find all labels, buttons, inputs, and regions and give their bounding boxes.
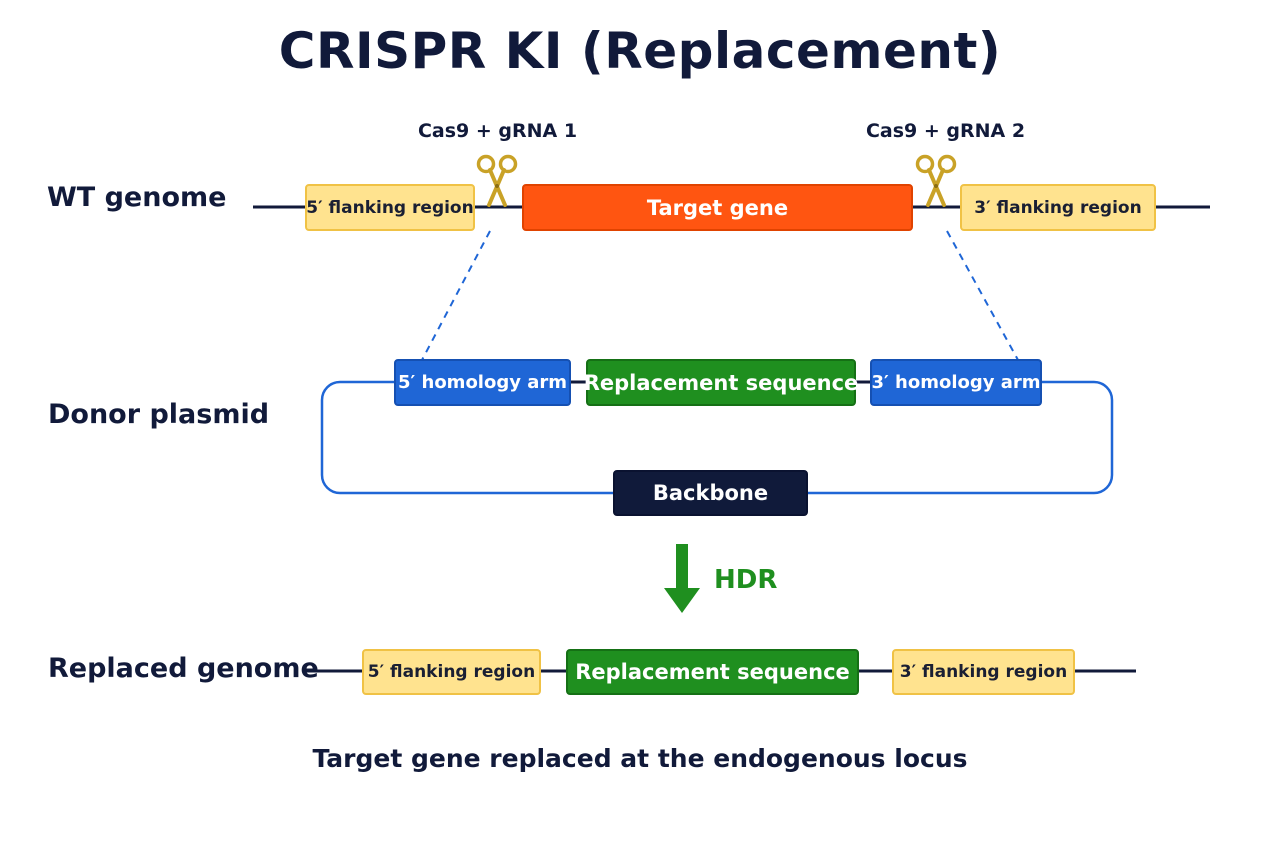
donor-5-homology-arm: 5′ homology arm: [394, 359, 571, 406]
wt-target-gene: Target gene: [522, 184, 913, 231]
donor-plasmid-label: Donor plasmid: [48, 399, 270, 430]
wt-3-flanking-region: 3′ flanking region: [960, 184, 1156, 231]
donor-backbone: Backbone: [613, 470, 808, 516]
diagram-caption: Target gene replaced at the endogenous l…: [312, 744, 968, 773]
donor-replacement-sequence: Replacement sequence: [584, 359, 858, 406]
scissors-icon: [915, 154, 957, 207]
hdr-label: HDR: [714, 565, 778, 595]
diagram-title: CRISPR KI (Replacement): [278, 22, 1002, 80]
homology-connector-3: [946, 230, 1019, 361]
wt-5-flanking-region: 5′ flanking region: [305, 184, 475, 231]
replaced-genome-label: Replaced genome: [48, 653, 319, 684]
replaced-replacement-sequence: Replacement sequence: [566, 649, 859, 695]
homology-connector-5: [421, 230, 491, 361]
replaced-5-flanking-region: 5′ flanking region: [362, 649, 541, 695]
replaced-3-flanking-region: 3′ flanking region: [892, 649, 1075, 695]
scissors-icon: [476, 154, 518, 207]
cas9-grna2-label: Cas9 + gRNA 2: [865, 120, 1026, 142]
cas9-grna1-label: Cas9 + gRNA 1: [417, 120, 578, 142]
wt-genome-label: WT genome: [47, 182, 227, 213]
arrow-down-icon: [664, 544, 700, 613]
donor-3-homology-arm: 3′ homology arm: [870, 359, 1042, 406]
